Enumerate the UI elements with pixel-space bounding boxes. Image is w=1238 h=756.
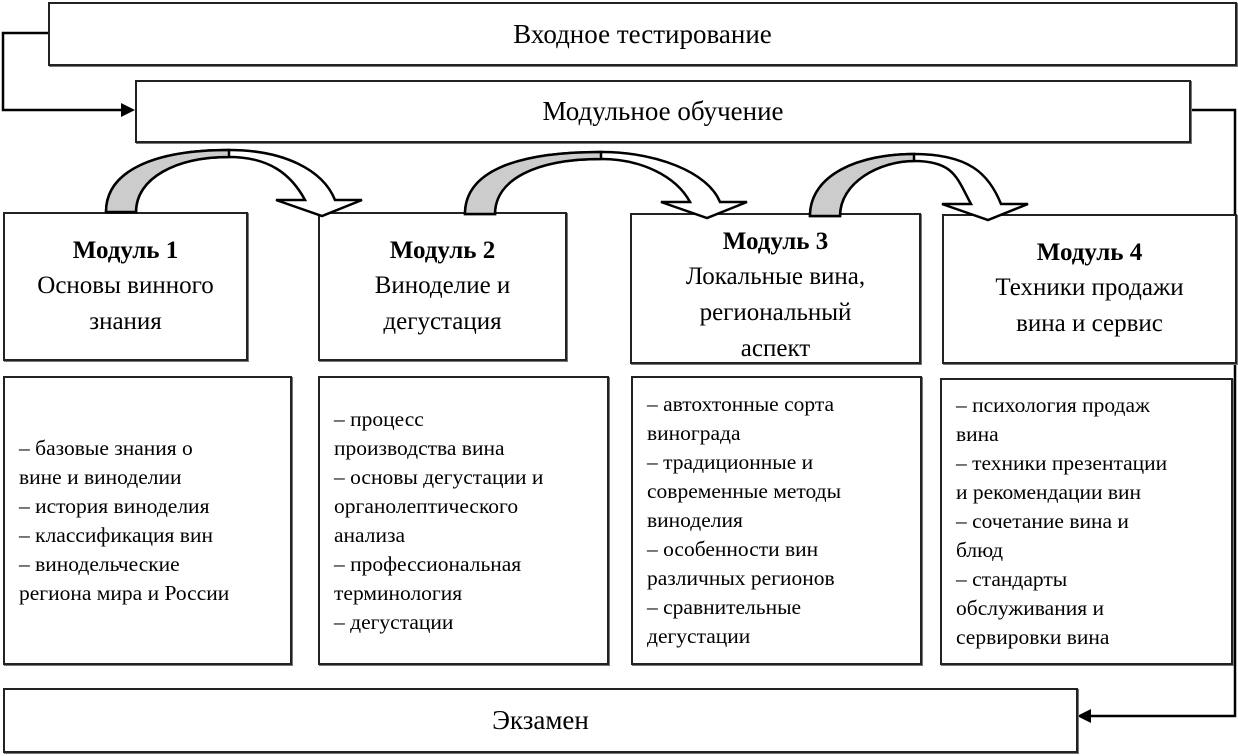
arrow-shaded-tail — [808, 152, 916, 218]
module-content-line: дегустации — [647, 624, 751, 648]
arrow-shaded-tail — [104, 148, 231, 214]
exam-label: Экзамен — [492, 705, 589, 735]
modular-training-box: Модульное обучение — [135, 80, 1191, 143]
module-3-box: Модуль 3 Локальные вина, региональный аспек… — [630, 213, 921, 364]
module-content-line: – история виноделия — [19, 493, 210, 518]
module-subtitle-line: Основы винного — [37, 272, 214, 299]
module-3-content-box: – автохтонные сорта винограда – традиционн… — [631, 376, 922, 665]
module-content-line: – процесс — [334, 406, 424, 431]
curved-arrow-icon — [104, 148, 363, 218]
module-subtitle-line: дегустация — [383, 308, 502, 335]
module-content-line: – особенности вин — [647, 537, 819, 561]
module-content-line: анализа — [334, 522, 406, 547]
module-content-line: терминология — [334, 580, 463, 605]
module-subtitle-line: вина и сервис — [1016, 310, 1163, 337]
exam-box: Экзамен — [3, 688, 1078, 753]
module-content-line: – сравнительные — [647, 595, 802, 619]
module-subtitle-line: Виноделие и — [374, 272, 511, 299]
module-content-line: – традиционные и — [647, 450, 814, 474]
module-content-line: обслуживания и — [956, 596, 1104, 620]
module-content-line: – психология продаж — [956, 393, 1150, 417]
module-content-line: современные методы — [647, 479, 842, 503]
curved-arrow-icon — [808, 152, 1029, 222]
module-subtitle-line: Локальные вина, — [685, 263, 866, 290]
module-content-line: – техники презентации — [956, 451, 1168, 475]
arrow-shaded-tail — [463, 150, 603, 216]
module-2-box: Модуль 2 Виноделие и дегустация — [318, 212, 567, 361]
module-content-line: и рекомендации вин — [956, 480, 1142, 504]
modular-training-label: Модульное обучение — [542, 96, 784, 126]
module-content-line: – дегустации — [334, 609, 454, 634]
module-content-line: виноделия — [647, 508, 743, 532]
module-content-line: производства вина — [334, 435, 505, 460]
module-content-line: – профессиональная — [334, 551, 522, 576]
module-title: Модуль 2 — [389, 237, 496, 264]
module-content-line: – классификация вин — [19, 522, 213, 547]
module-content-line: – сочетание вина и — [956, 509, 1129, 533]
module-content-line: винограда — [647, 421, 741, 445]
entry-testing-box: Входное тестирование — [48, 2, 1237, 66]
module-4-content-box: – психология продаж вина – техники презент… — [940, 378, 1233, 665]
module-1-content-box: – базовые знания о вине и виноделии – исто… — [3, 376, 292, 665]
module-content-line: – стандарты — [956, 567, 1068, 591]
module-subtitle-line: аспект — [740, 335, 811, 362]
module-2-content-box: – процесс производства вина – основы дегус… — [318, 376, 609, 665]
module-content-line: региона мира и России — [19, 580, 230, 605]
arrowhead-icon — [1077, 709, 1091, 723]
module-content-line: различных регионов — [647, 566, 835, 590]
module-4-box: Модуль 4 Техники продажи вина и сервис — [942, 214, 1237, 364]
module-content-line: – автохтонные сорта — [647, 392, 835, 416]
connector-entry-to-modular — [1, 31, 122, 112]
module-content-line: вине и виноделии — [19, 464, 182, 489]
module-content-line: сервировки вина — [956, 625, 1110, 649]
module-content-line: органолептического — [334, 493, 519, 518]
module-subtitle-line: Техники продажи — [995, 274, 1184, 301]
module-title: Модуль 3 — [722, 228, 829, 255]
module-content-line: – базовые знания о — [19, 435, 193, 460]
module-content-line: вина — [956, 422, 999, 446]
module-subtitle-line: региональный — [699, 299, 852, 326]
module-content-line: – винодельческие — [19, 551, 180, 576]
connector-modular-to-exam — [1090, 108, 1237, 718]
module-content-line: – основы дегустации и — [334, 464, 544, 489]
module-subtitle-line: знания — [89, 308, 162, 335]
module-title: Модуль 4 — [1036, 239, 1143, 266]
arrowhead-icon — [121, 103, 135, 117]
module-content-line: блюд — [956, 538, 1004, 562]
curved-arrow-icon — [463, 150, 748, 220]
module-title: Модуль 1 — [72, 237, 179, 264]
entry-testing-label: Входное тестирование — [513, 18, 772, 49]
